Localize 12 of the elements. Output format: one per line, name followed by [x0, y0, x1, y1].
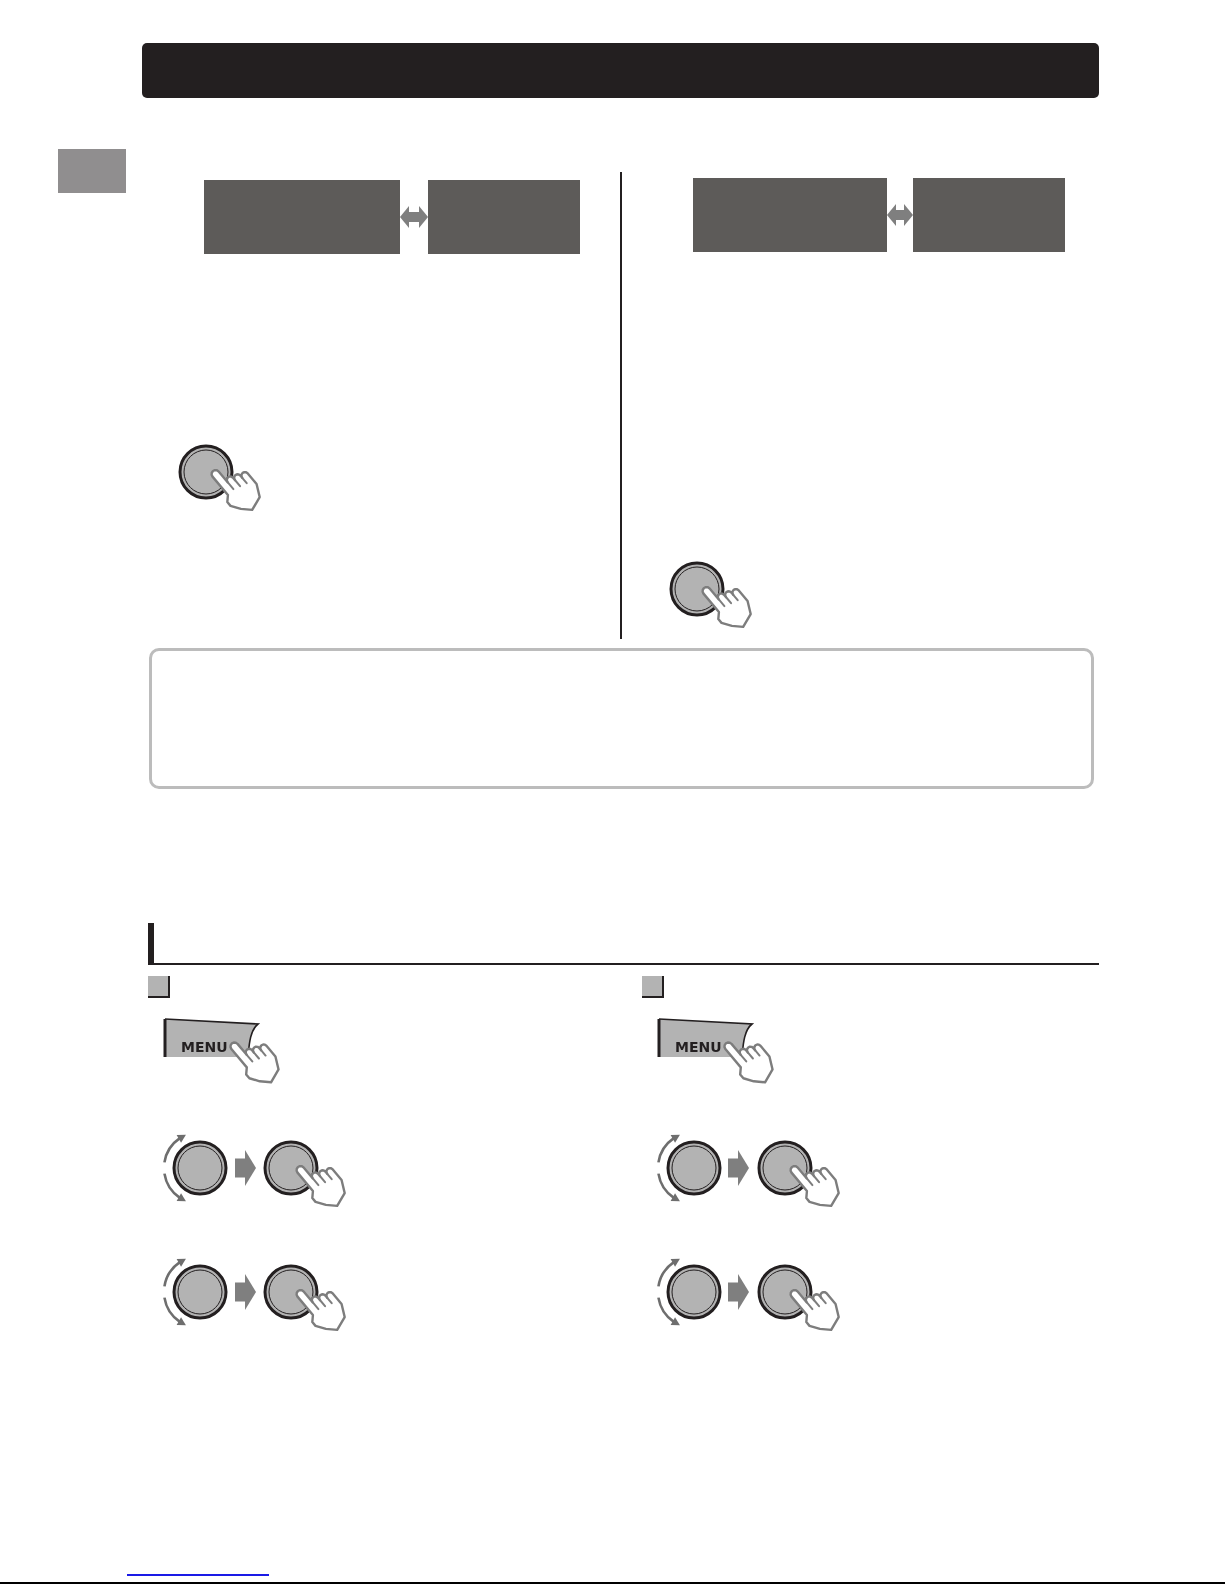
display-screen [428, 180, 580, 254]
arrow [728, 1150, 749, 1186]
note-box [149, 648, 1094, 789]
display-screen [204, 180, 400, 254]
title-bar [142, 43, 1099, 98]
display-screen [693, 178, 887, 252]
arrow [728, 1274, 749, 1310]
double-arrow [400, 206, 428, 228]
arrow [235, 1150, 256, 1186]
display-screen [913, 178, 1065, 252]
double-arrow [887, 204, 913, 226]
arrow [235, 1274, 256, 1310]
